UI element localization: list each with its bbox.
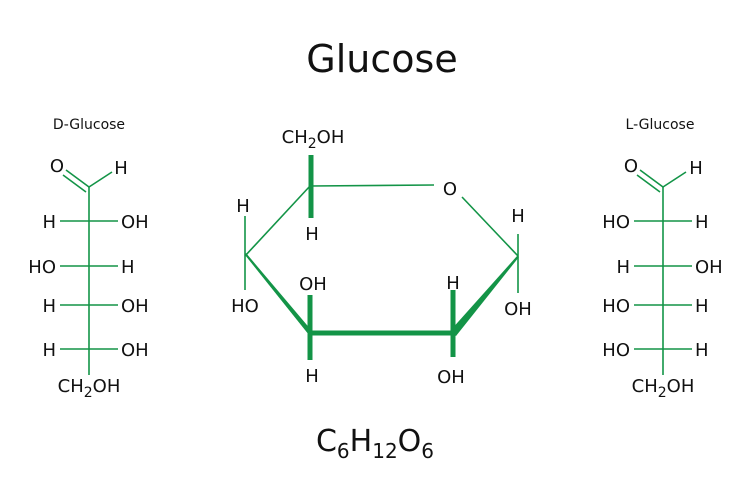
c2-h: H (446, 273, 460, 294)
c4-h: H (236, 196, 250, 217)
c5-o-bond (309, 184, 435, 187)
row-2-left: HO (28, 257, 56, 278)
row-2-left: H (616, 257, 630, 278)
row-4-right: OH (121, 340, 149, 361)
carbonyl-o: O (50, 156, 64, 177)
row-3-left: HO (602, 296, 630, 317)
c6-ch2oh: CH2OH (282, 127, 345, 152)
molecular-formula: C6H12O6 (316, 424, 434, 463)
row-4-left: H (42, 340, 56, 361)
c3-oh: OH (299, 274, 327, 295)
row-2-right: H (121, 257, 135, 278)
d-glucose-fischer: D-Glucose O H H OH HO H H OH H OH CH2OH (28, 117, 148, 401)
double-bond (62, 174, 87, 193)
row-1-right: H (695, 212, 709, 233)
c5-h: H (305, 224, 319, 245)
c4-ho: HO (231, 296, 259, 317)
l-glucose-label: L-Glucose (626, 117, 695, 133)
o-c1-bond (461, 196, 519, 257)
double-bond (65, 169, 90, 188)
carbonyl-h: H (114, 158, 128, 179)
carbonyl-o: O (624, 156, 638, 177)
row-3-right: OH (121, 296, 149, 317)
diagram-title: Glucose (306, 37, 457, 81)
l-glucose-fischer: L-Glucose O H HO H H OH HO H HO H CH2OH (602, 117, 722, 401)
d-glucose-label: D-Glucose (53, 117, 125, 133)
row-1-left: HO (602, 212, 630, 233)
ch2oh: CH2OH (58, 376, 121, 401)
carbonyl-h: H (689, 158, 703, 179)
row-4-right: H (695, 340, 709, 361)
c3-h: H (305, 366, 319, 387)
row-3-left: H (42, 296, 56, 317)
row-1-left: H (42, 212, 56, 233)
c5-c4-bond (244, 185, 311, 257)
row-1-right: OH (121, 212, 149, 233)
c4-c3-wedge (245, 253, 312, 335)
row-4-left: HO (602, 340, 630, 361)
c2-oh: OH (437, 367, 465, 388)
ch2oh: CH2OH (632, 376, 695, 401)
row-2-right: OH (695, 257, 723, 278)
double-bond (636, 174, 661, 193)
aldehyde-h-bond (662, 171, 687, 188)
c2-c1-wedge (450, 256, 519, 336)
haworth-ring: CH2OH H O H OH H HO OH H H OH (231, 127, 532, 388)
row-3-right: H (695, 296, 709, 317)
double-bond (639, 169, 664, 188)
c1-h: H (511, 206, 525, 227)
c1-oh: OH (504, 299, 532, 320)
ring-oxygen: O (443, 179, 457, 200)
aldehyde-h-bond (88, 171, 113, 188)
